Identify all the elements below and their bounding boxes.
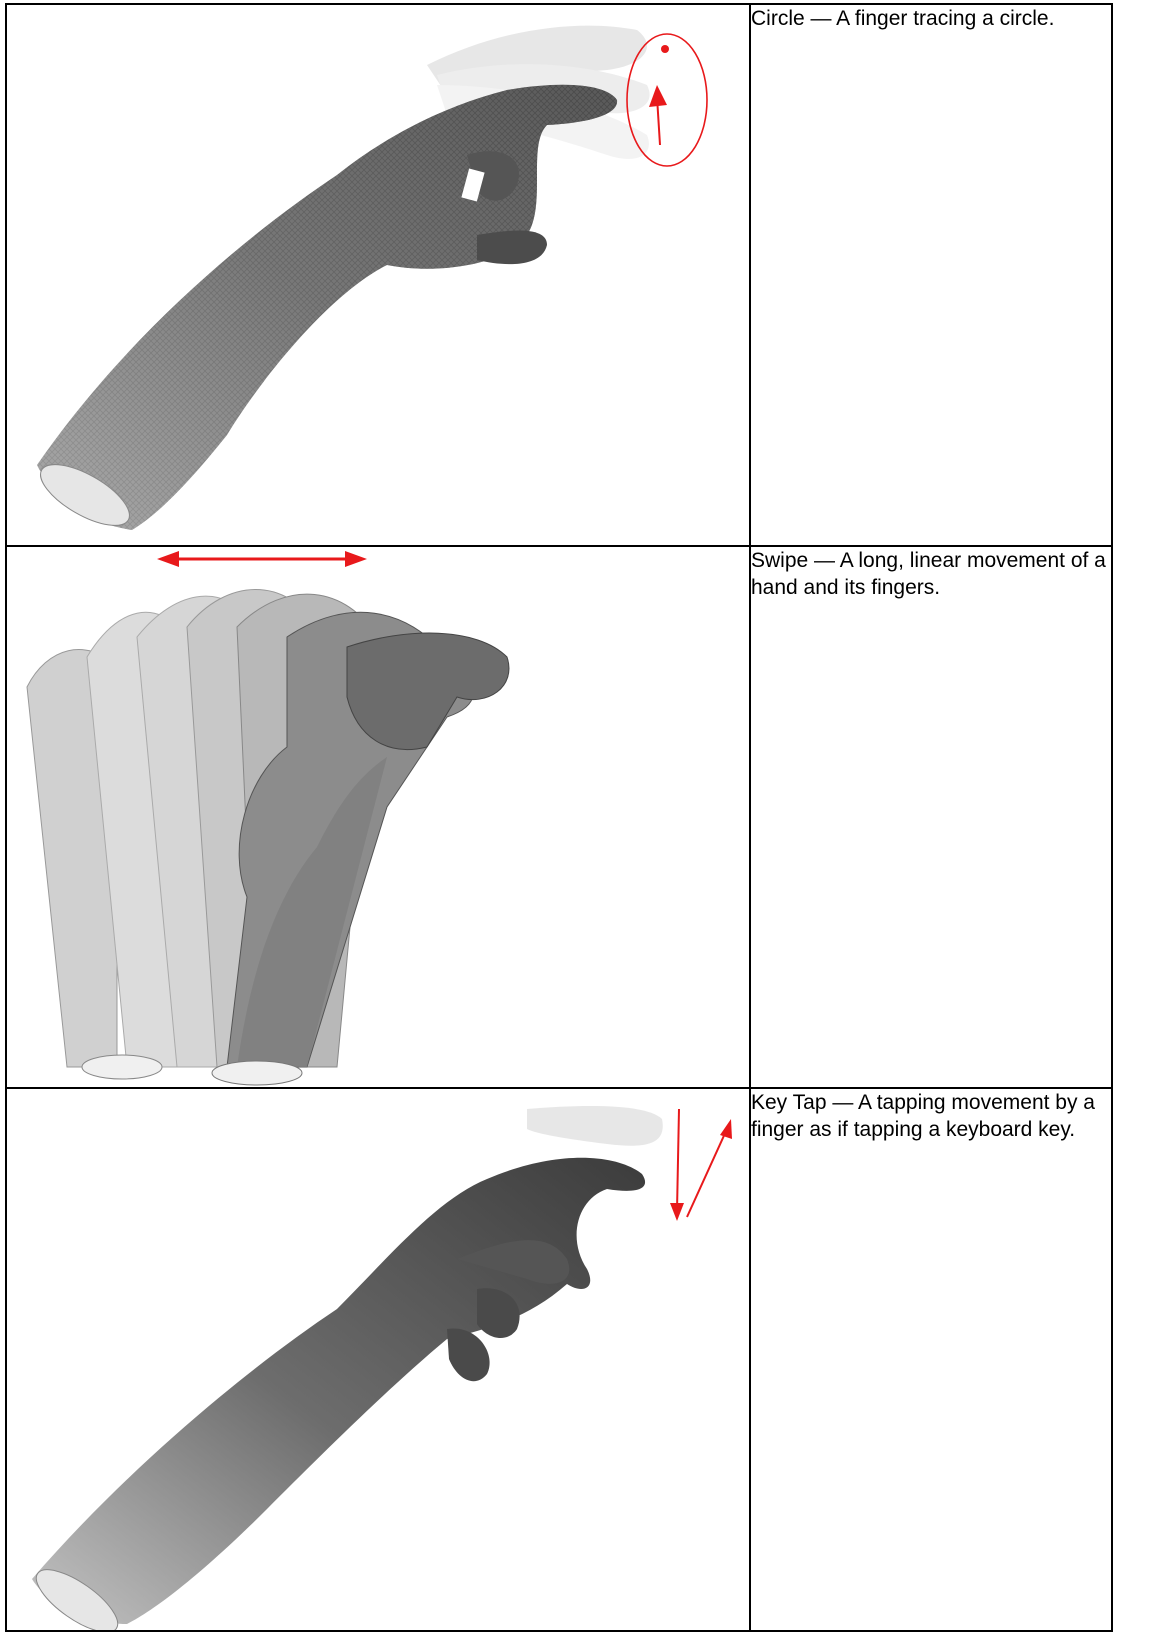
start-dot: [661, 45, 669, 53]
up-arrow: [687, 1129, 727, 1217]
arrow-left-icon: [157, 551, 179, 567]
arrow-up-icon: [720, 1119, 732, 1139]
arrow-right-icon: [345, 551, 367, 567]
gesture-table: Circle — A finger tracing a circle.: [5, 3, 1113, 1632]
hand-circle-gesture-figure: [7, 5, 749, 545]
arrow-down-icon: [670, 1203, 684, 1221]
circle-figure-cell: [6, 4, 750, 546]
gesture-row-swipe: Swipe — A long, linear movement of a han…: [6, 546, 1112, 1088]
motion-trail: [527, 1106, 663, 1146]
hand-stack: [27, 590, 509, 1068]
arrow-head-icon: [649, 85, 667, 107]
circle-caption: Circle — A finger tracing a circle.: [750, 4, 1112, 546]
gesture-row-circle: Circle — A finger tracing a circle.: [6, 4, 1112, 546]
swipe-caption: Swipe — A long, linear movement of a han…: [750, 546, 1112, 1088]
keytap-caption: Key Tap — A tapping movement by a finger…: [750, 1088, 1112, 1631]
down-arrow: [677, 1109, 679, 1211]
arm-shape: [32, 1158, 645, 1624]
hand-keytap-gesture-figure: [7, 1089, 749, 1630]
keytap-figure-cell: [6, 1088, 750, 1631]
swipe-figure-cell: [6, 546, 750, 1088]
gesture-row-keytap: Key Tap — A tapping movement by a finger…: [6, 1088, 1112, 1631]
hand-swipe-gesture-figure: [7, 547, 749, 1087]
